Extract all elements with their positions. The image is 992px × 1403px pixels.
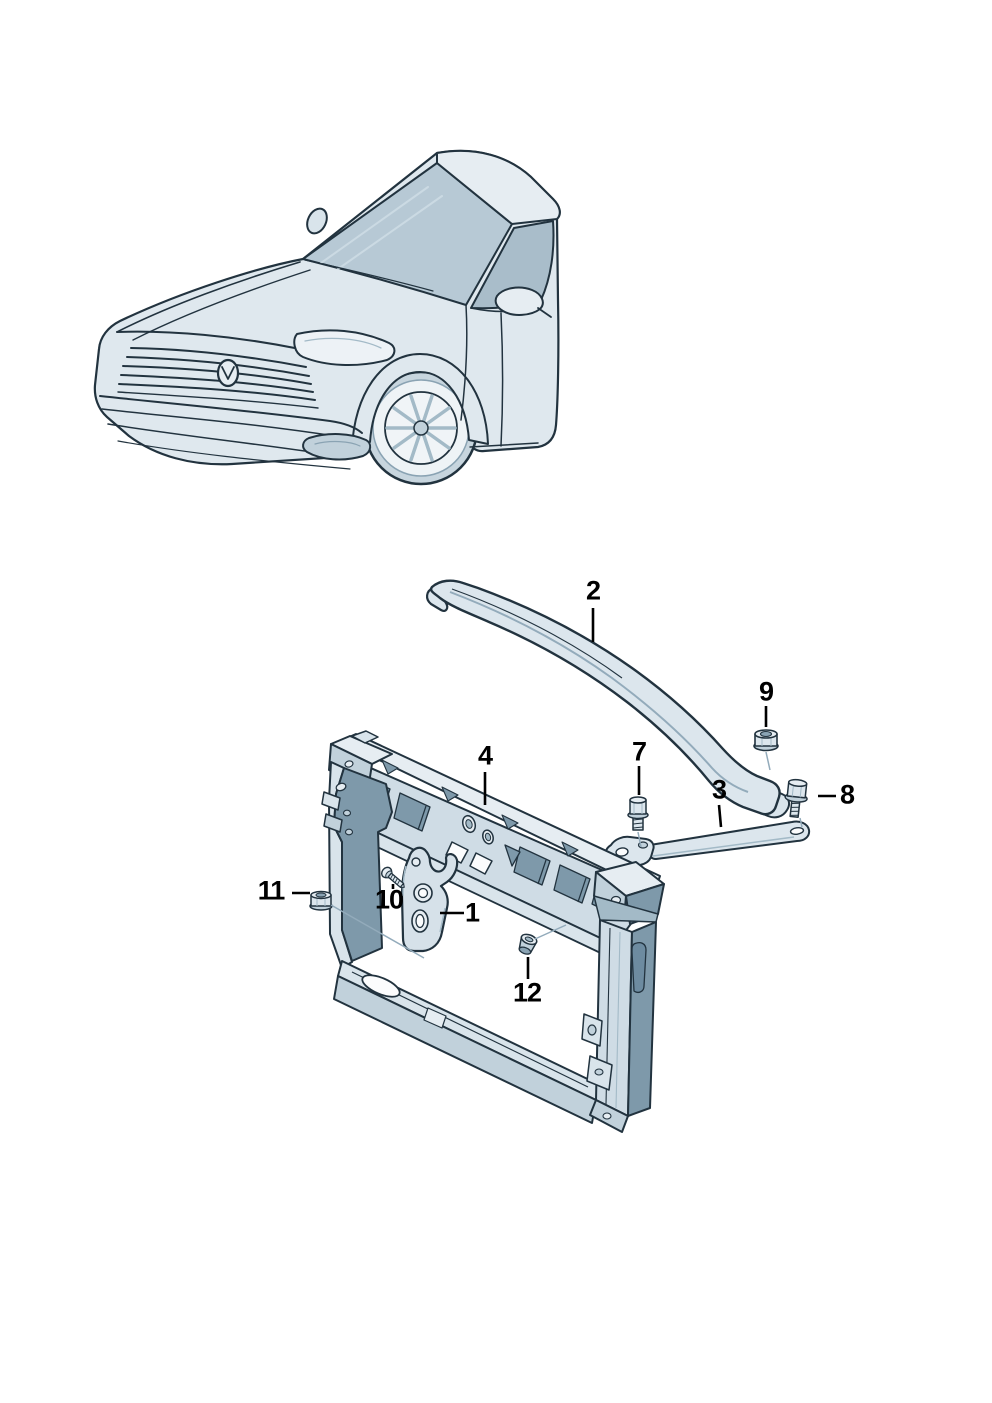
brand-emblem [216,358,240,388]
callout-7[interactable]: 7 [631,736,647,767]
callout-8[interactable]: 8 [839,779,855,810]
nut-11 [309,890,333,911]
callout-1[interactable]: 1 [464,897,480,928]
bolt-7 [627,796,649,831]
car-illustration [93,149,561,486]
clip-12 [518,933,538,955]
part-2-crossmember-brace [426,579,791,819]
fog-light-recess [302,433,372,461]
bolt-8 [784,778,808,818]
side-mirror [494,286,544,316]
screw-10 [380,866,405,888]
part-1-bracket [400,846,459,953]
callout-3[interactable]: 3 [711,774,727,805]
callout-leader-lines [292,608,836,979]
callout-4[interactable]: 4 [477,740,493,771]
thin-leader-lines [330,751,803,959]
callout-2[interactable]: 2 [585,575,601,606]
callout-11[interactable]: 11 [257,875,286,906]
nut-9 [753,729,779,752]
callout-10[interactable]: 10 [374,884,404,915]
callout-9[interactable]: 9 [758,676,774,707]
callout-12[interactable]: 12 [512,977,542,1008]
lock-carrier-frame [321,730,665,1133]
